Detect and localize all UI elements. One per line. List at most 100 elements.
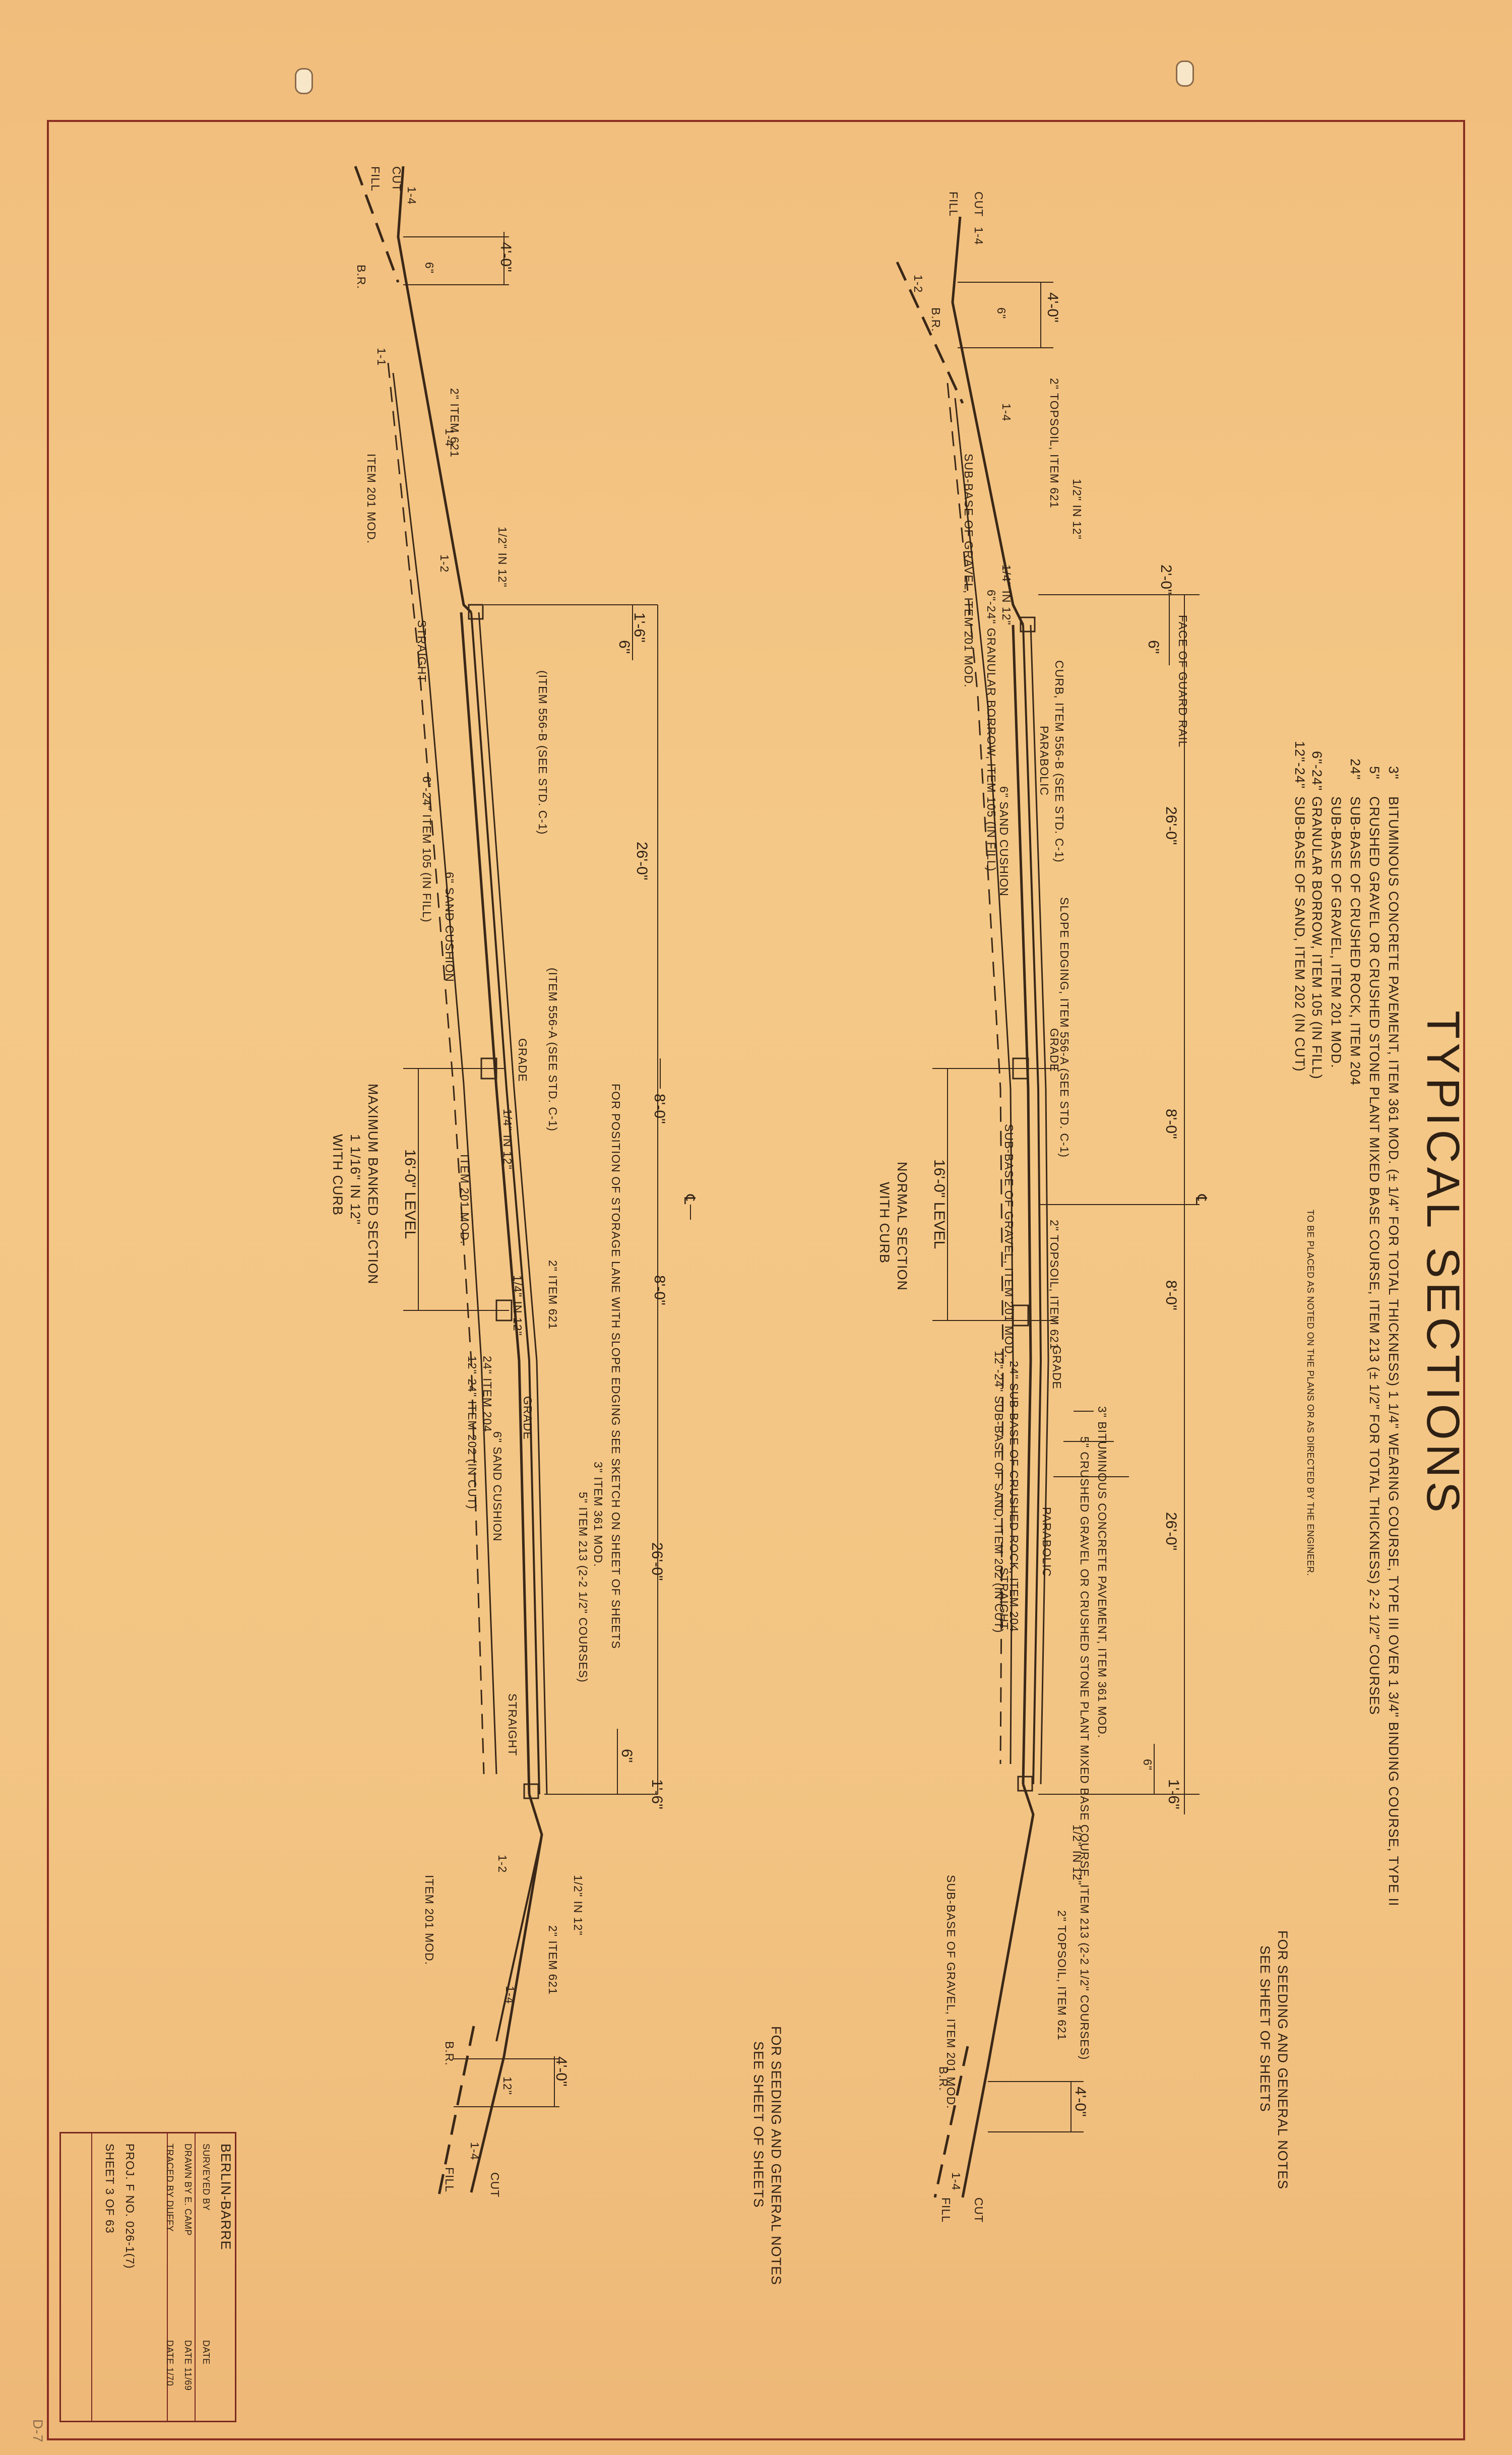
fill-label: FILL (939, 2197, 953, 2223)
sub-base-label: SUB-BASE OF GRAVEL, ITEM 201 MOD. (962, 454, 975, 688)
item-label: 2" ITEM 621 (546, 1925, 559, 1995)
grade-label: GRADE (521, 1396, 534, 1440)
dimension: 6" (616, 640, 633, 654)
slope-label: 1/2" IN 12" (1070, 1824, 1084, 1885)
seeding-note: SEE SHEET OF SHEETS (751, 2041, 766, 2208)
normal-caption: NORMAL SECTION (895, 1162, 910, 1291)
sand-cushion-label: 6" SAND CUSHION (491, 1431, 504, 1542)
legend-text: CRUSHED GRAVEL OR CRUSHED STONE PLANT MI… (1367, 796, 1382, 1715)
slope-label: 1/4" IN 12" (511, 1275, 524, 1336)
dimension: 8'-0" (651, 1094, 668, 1124)
cut-label: CUT (972, 192, 985, 217)
traced-by: TRACED BY DUFFY (165, 2144, 175, 2232)
banked-caption: WITH CURB (330, 1134, 345, 1216)
br-label: B.R. (937, 2066, 950, 2091)
punch-hole (1176, 60, 1194, 87)
centerline: ℄ (1192, 1194, 1209, 1205)
item-label: 24" ITEM 204 (481, 1356, 494, 1432)
parabolic-label: PARABOLIC (1040, 1507, 1053, 1577)
dimension: 6" (618, 1749, 635, 1763)
drawn-date: DATE 11/69 (183, 2340, 193, 2391)
dimension: 26'-0" (1163, 1512, 1179, 1551)
dimension: 26'-0" (1163, 806, 1179, 845)
dimension: 1'-6" (1165, 1779, 1182, 1809)
item-label: (ITEM 556-A (SEE STD. C-1) (546, 968, 559, 1132)
traced-date: DATE 1/70 (165, 2340, 175, 2386)
slope-label: 1-4 (468, 2142, 481, 2161)
br-label: B.R. (929, 307, 942, 332)
fill-label: FILL (443, 2167, 456, 2193)
legend-text: SUB-BASE OF SAND, ITEM 202 (IN CUT) (1292, 796, 1307, 1072)
drawn-by: DRAWN BY E. CAMP (183, 2144, 193, 2236)
slope-label: 1-4 (405, 186, 418, 205)
straight-label: STRAIGHT (997, 1567, 1011, 1630)
dimension: 16'-0" LEVEL (931, 1159, 948, 1249)
br-label: B.R. (355, 265, 368, 289)
slope-label: 1-2 (496, 1855, 509, 1873)
slope-label: 1-4 (1000, 403, 1013, 422)
item-label: 2" ITEM 621 (448, 388, 461, 458)
banked-caption: 1 1/16" IN 12" (348, 1134, 363, 1225)
slope-label: 1-1 (375, 348, 388, 366)
guard-rail-label: FACE OF GUARD RAIL (1176, 615, 1189, 748)
fill-label: FILL (369, 166, 382, 192)
sand-cushion-label: 6" SAND CUSHION (443, 872, 456, 982)
item-label: 6"-24" ITEM 105 (IN FILL) (420, 776, 433, 923)
seeding-note: FOR SEEDING AND GENERAL NOTES (1275, 1930, 1290, 2190)
straight-label: STRAIGHT (506, 1693, 519, 1756)
dimension: 1'-6" (649, 1779, 665, 1809)
sheet-number: SHEET 3 OF 63 (103, 2144, 116, 2234)
normal-caption: WITH CURB (877, 1182, 892, 1264)
legend-depth: 5" (1367, 766, 1382, 780)
topsoil-label: 2" TOPSOIL, ITEM 621 (1048, 1220, 1061, 1350)
slope-label: 1/4" IN 12" (1000, 564, 1013, 625)
grade-label: GRADE (1048, 1028, 1061, 1072)
banked-dimension-lines (403, 232, 691, 2107)
dimension: 1'-6" (631, 612, 648, 643)
title-block: BERLIN-BARRE SURVEYED BY DATE DRAWN BY E… (59, 2132, 236, 2422)
slope-edging-label: SLOPE EDGING, ITEM 556-A (SEE STD. C-1) (1058, 897, 1071, 1158)
pencil-mark: D-7 (30, 2419, 45, 2443)
dimension: 26'-0" (634, 842, 650, 880)
banked-caption: MAXIMUM BANKED SECTION (365, 1084, 381, 1285)
dimension: 8'-0" (1163, 1280, 1179, 1310)
legend-depth: 24" (1348, 759, 1363, 780)
grade-label: GRADE (516, 1038, 529, 1082)
item-label: 12"-24" ITEM 202 (IN CUT) (466, 1356, 479, 1509)
granular-borrow-label: 6"-24" GRANULAR BORROW, ITEM 105 (IN FIL… (985, 590, 998, 872)
normal-dimension-lines (932, 282, 1200, 2132)
dimension: 6" (1145, 640, 1162, 654)
centerline: ℄ (681, 1194, 698, 1205)
dimension: 6" (423, 262, 436, 274)
storage-note: FOR POSITION OF STORAGE LANE WITH SLOPE … (609, 1084, 622, 1649)
dimension: 6" (1141, 1759, 1154, 1771)
curb-label: CURB, ITEM 556-B (SEE STD. C-1) (1053, 660, 1066, 863)
legend-depth: 12"-24" (1292, 741, 1307, 789)
base-label: 5" CRUSHED GRAVEL OR CRUSHED STONE PLANT… (1078, 1436, 1091, 2060)
dimension: 4'-0" (1072, 2087, 1089, 2117)
cut-label: CUT (488, 2172, 501, 2198)
item-label: ITEM 201 MOD. (365, 454, 378, 544)
straight-label: STRAIGHT (415, 620, 428, 683)
parabolic-label: PARABOLIC (1038, 726, 1051, 796)
surveyed-by: SURVEYED BY (201, 2144, 211, 2211)
banked-section-profile (354, 166, 548, 2198)
drawing-title: TYPICAL SECTIONS (1417, 1011, 1469, 1517)
topsoil-label: 2" TOPSOIL, ITEM 621 (1055, 1910, 1068, 2041)
legend-depth: 6"-24" (1309, 751, 1325, 791)
slope-label: 1/2" IN 12" (496, 527, 509, 588)
sand-cushion-label: 6" SAND CUSHION (997, 786, 1011, 897)
item-label: 2" ITEM 621 (546, 1260, 559, 1330)
item-label: ITEM 201 MOD. (458, 1154, 471, 1245)
slope-label: 1-2 (438, 554, 451, 573)
dimension: 16'-0" LEVEL (402, 1149, 418, 1239)
topsoil-label: 2" TOPSOIL, ITEM 621 (1048, 378, 1061, 509)
seeding-note: FOR SEEDING AND GENERAL NOTES (769, 2026, 784, 2286)
slope-label: 1-2 (912, 275, 925, 293)
slope-label: 1/4" IN 12" (501, 1109, 514, 1170)
slope-label: 1-4 (950, 2172, 963, 2191)
slope-label: 1-4 (972, 227, 985, 245)
dimension: 8'-0" (651, 1275, 668, 1305)
